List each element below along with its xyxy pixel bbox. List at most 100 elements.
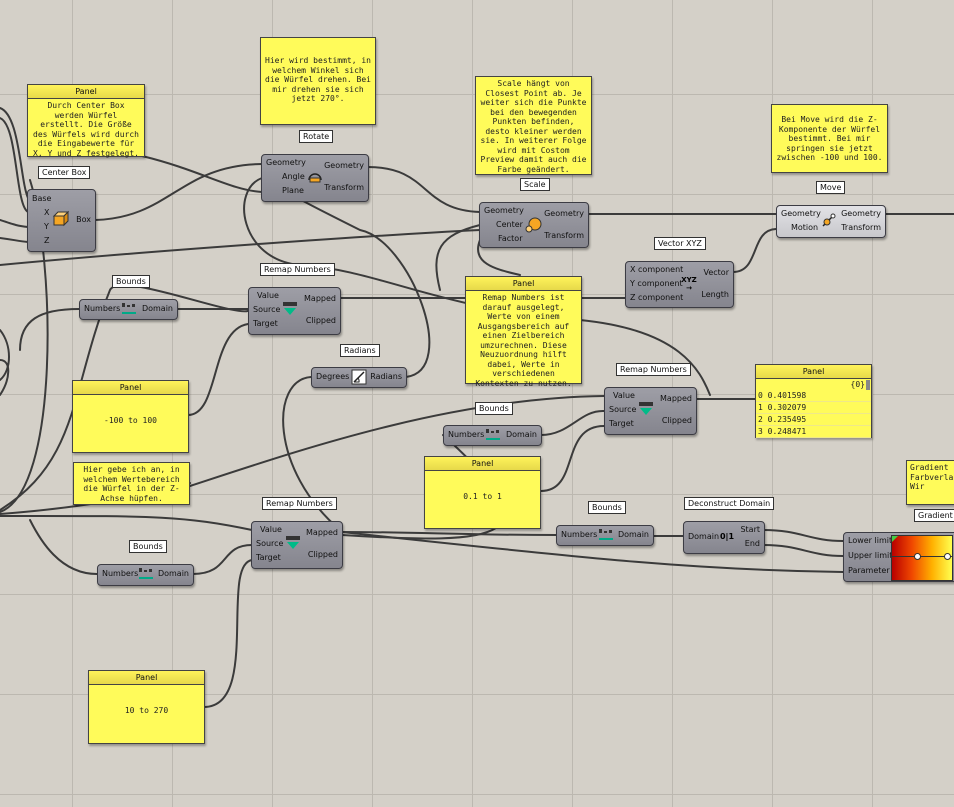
remap-numbers-component-1[interactable]: Value Source Target Mapped Clipped: [248, 287, 341, 335]
input-domain[interactable]: Domain: [688, 532, 720, 541]
input-value[interactable]: Value: [613, 391, 635, 400]
panel-remap-note[interactable]: Panel Remap Numbers ist darauf ausgelegt…: [465, 276, 582, 388]
vector-xyz-component[interactable]: X component Y component Z component XYZ→…: [625, 261, 734, 308]
input-x[interactable]: X: [44, 208, 50, 217]
bounds-component-3[interactable]: Numbers Domain: [556, 525, 654, 546]
bounds-tag: Bounds: [588, 501, 626, 514]
input-numbers[interactable]: Numbers: [448, 430, 485, 439]
output-end[interactable]: End: [744, 539, 760, 548]
input-target[interactable]: Target: [256, 553, 281, 562]
output-start[interactable]: Start: [740, 525, 760, 534]
input-geometry[interactable]: Geometry: [484, 206, 524, 215]
panel-range-100[interactable]: Panel -100 to 100: [72, 380, 189, 453]
input-geometry[interactable]: Geometry: [266, 158, 306, 167]
remap-numbers-tag: Remap Numbers: [260, 263, 335, 276]
input-value[interactable]: Value: [257, 291, 279, 300]
panel-text: 10 to 270: [124, 706, 169, 715]
panel-text: Durch Center Box werden Würfel erstellt.…: [33, 101, 139, 158]
output-transform[interactable]: Transform: [841, 223, 881, 232]
input-target[interactable]: Target: [253, 319, 278, 328]
data-row: 2 0.235495: [756, 414, 871, 426]
deconstruct-domain-component[interactable]: Domain 0|1 Start End: [683, 521, 765, 554]
input-source[interactable]: Source: [253, 305, 281, 314]
panel-text: -100 to 100: [104, 416, 157, 425]
output-mapped[interactable]: Mapped: [304, 294, 336, 303]
output-length[interactable]: Length: [701, 290, 729, 299]
output-vector[interactable]: Vector: [703, 268, 730, 277]
input-z-component[interactable]: Z component: [630, 293, 684, 302]
gradient-component[interactable]: Lower limit Upper limit Parameter: [843, 532, 954, 582]
output-transform[interactable]: Transform: [324, 183, 364, 192]
input-y-component[interactable]: Y component: [630, 279, 683, 288]
input-x-component[interactable]: X component: [630, 265, 684, 274]
scrollbar[interactable]: [866, 380, 870, 390]
bounds-component-2[interactable]: Numbers Domain: [443, 425, 542, 446]
output-transform[interactable]: Transform: [544, 231, 584, 240]
output-domain[interactable]: Domain: [505, 430, 537, 439]
input-z[interactable]: Z: [44, 236, 50, 245]
remap-numbers-component-3[interactable]: Value Source Target Mapped Clipped: [251, 521, 343, 569]
input-lower-limit[interactable]: Lower limit: [848, 536, 893, 545]
scale-component[interactable]: Geometry Center Factor Geometry Transfor…: [479, 202, 589, 248]
bounds-component-4[interactable]: Numbers Domain: [97, 564, 194, 586]
output-domain[interactable]: Domain: [157, 569, 189, 578]
box-icon: [52, 210, 70, 228]
move-component[interactable]: Geometry Motion Geometry Transform: [776, 205, 886, 238]
input-numbers[interactable]: Numbers: [102, 569, 139, 578]
output-geometry[interactable]: Geometry: [544, 209, 584, 218]
output-clipped[interactable]: Clipped: [307, 550, 338, 559]
move-tag: Move: [816, 181, 846, 194]
input-numbers[interactable]: Numbers: [561, 530, 598, 539]
input-base[interactable]: Base: [32, 194, 52, 203]
input-plane[interactable]: Plane: [282, 186, 304, 195]
input-degrees[interactable]: Degrees: [316, 372, 350, 381]
panel-text: Hier wird bestimmt, in welchem Winkel si…: [265, 56, 371, 103]
input-numbers[interactable]: Numbers: [84, 304, 121, 313]
panel-output-values[interactable]: Panel {0} 0 0.401598 1 0.302079 2 0.2354…: [755, 364, 872, 438]
output-geometry[interactable]: Geometry: [324, 161, 364, 170]
output-box[interactable]: Box: [76, 215, 91, 224]
radians-component[interactable]: Degrees Radians: [311, 367, 407, 388]
gradient-handle[interactable]: [914, 553, 921, 560]
gradient-handle[interactable]: [944, 553, 951, 560]
output-radians[interactable]: Radians: [370, 372, 402, 381]
center-box-component[interactable]: Base X Y Z Box: [27, 189, 96, 252]
input-target[interactable]: Target: [609, 419, 634, 428]
output-clipped[interactable]: Clipped: [305, 316, 336, 325]
bounds-tag: Bounds: [112, 275, 150, 288]
panel-range-01[interactable]: Panel 0.1 to 1: [424, 456, 541, 529]
input-center[interactable]: Center: [496, 220, 523, 229]
radians-icon: [350, 368, 368, 386]
input-angle[interactable]: Angle: [282, 172, 305, 181]
panel-z-note[interactable]: Hier gebe ich an, in welchem Wertebereic…: [73, 462, 190, 505]
panel-text: 0.1 to 1: [463, 492, 502, 501]
input-factor[interactable]: Factor: [498, 234, 523, 243]
output-geometry[interactable]: Geometry: [841, 209, 881, 218]
output-mapped[interactable]: Mapped: [306, 528, 338, 537]
panel-range-270[interactable]: Panel 10 to 270: [88, 670, 205, 744]
output-domain[interactable]: Domain: [617, 530, 649, 539]
panel-center-box-note[interactable]: Panel Durch Center Box werden Würfel ers…: [27, 84, 145, 158]
input-parameter[interactable]: Parameter: [848, 566, 890, 575]
input-source[interactable]: Source: [256, 539, 284, 548]
input-value[interactable]: Value: [260, 525, 282, 534]
output-clipped[interactable]: Clipped: [661, 416, 692, 425]
panel-move-note[interactable]: Bei Move wird die Z-Komponente der Würfe…: [771, 104, 888, 173]
panel-gradient-note[interactable]: Gradient l Farbverlau Wir: [906, 460, 954, 505]
output-mapped[interactable]: Mapped: [660, 394, 692, 403]
gradient-preview[interactable]: [891, 535, 953, 581]
input-upper-limit[interactable]: Upper limit: [848, 551, 893, 560]
input-motion[interactable]: Motion: [791, 223, 819, 232]
domain-icon: 0|1: [719, 532, 735, 541]
input-geometry[interactable]: Geometry: [781, 209, 821, 218]
input-y[interactable]: Y: [44, 222, 49, 231]
input-source[interactable]: Source: [609, 405, 637, 414]
rotate-component[interactable]: Geometry Angle Plane Geometry Transform: [261, 154, 369, 202]
panel-scale-note[interactable]: Scale hängt von Closest Point ab. Je wei…: [475, 76, 592, 175]
bounds-icon: [120, 300, 138, 318]
output-domain[interactable]: Domain: [141, 304, 173, 313]
panel-rotate-note[interactable]: Hier wird bestimmt, in welchem Winkel si…: [260, 37, 376, 125]
remap-numbers-component-2[interactable]: Value Source Target Mapped Clipped: [604, 387, 697, 435]
bounds-component-1[interactable]: Numbers Domain: [79, 299, 178, 320]
